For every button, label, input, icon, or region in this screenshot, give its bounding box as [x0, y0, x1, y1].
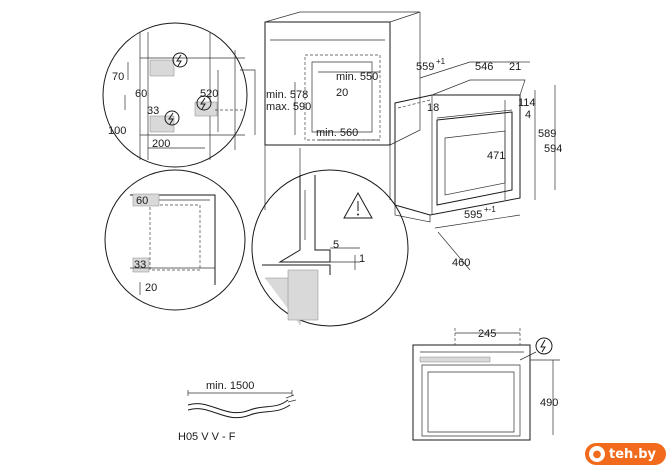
dim-20: 20 [336, 87, 348, 99]
dim-60: 60 [135, 88, 147, 100]
dim-559-tolerance: +1 [436, 57, 446, 66]
dim-490: 490 [540, 397, 558, 409]
dim-559: 559 [416, 61, 434, 73]
dim-min-578: min. 578 [266, 89, 308, 101]
dim-471: 471 [487, 150, 505, 162]
oven-drawing: 559 +1 546 21 18 114 4 589 594 471 595 +… [394, 57, 562, 271]
warning-triangle-icon [343, 191, 373, 219]
dim-114: 114 [518, 97, 536, 109]
watermark-logo-icon: ● [588, 446, 605, 462]
dim-70: 70 [112, 71, 124, 83]
dim-33: 33 [147, 105, 159, 117]
dim-546: 546 [475, 61, 493, 73]
dim-21: 21 [509, 61, 521, 73]
top-left-detail: 70 60 520 33 100 200 [102, 22, 256, 168]
dim-min-1500: min. 1500 [206, 380, 254, 392]
dim-4: 4 [525, 109, 531, 121]
dim-60-side: 60 [136, 195, 148, 207]
dim-5: 5 [333, 239, 339, 251]
power-plug-icon [172, 52, 188, 68]
dim-min-560: min. 560 [316, 127, 358, 139]
power-plug-icon [164, 110, 180, 126]
dim-595: 595 [464, 209, 482, 221]
watermark-badge: ● teh.by [584, 443, 666, 465]
dim-595-tolerance: +-1 [484, 205, 496, 214]
dim-33-side: 33 [134, 259, 146, 271]
dim-594: 594 [544, 143, 562, 155]
dim-min-550: min. 550 [336, 71, 378, 83]
dim-245: 245 [478, 328, 496, 340]
cabinet-niche: min. 550 20 min. 578 max. 590 min. 560 [264, 11, 421, 210]
front-view: 245 490 [412, 328, 560, 441]
mounting-detail: 5 1 [251, 169, 409, 327]
dim-1: 1 [359, 253, 365, 265]
power-plug-icon [196, 95, 212, 111]
middle-left-detail: 60 33 20 [104, 169, 246, 311]
dim-200: 200 [152, 138, 170, 150]
dim-100: 100 [108, 125, 126, 137]
watermark-text: teh.by [608, 446, 656, 462]
cable-type-label: H05 V V - F [178, 431, 236, 443]
dim-589: 589 [538, 128, 556, 140]
dim-460: 460 [452, 257, 470, 269]
dim-20-side: 20 [145, 282, 157, 294]
power-plug-icon [535, 337, 553, 355]
dim-18: 18 [427, 102, 439, 114]
cable-drawing: min. 1500 H05 V V - F [178, 380, 297, 443]
dim-max-590: max. 590 [266, 101, 311, 113]
dim-520: 520 [200, 88, 218, 100]
